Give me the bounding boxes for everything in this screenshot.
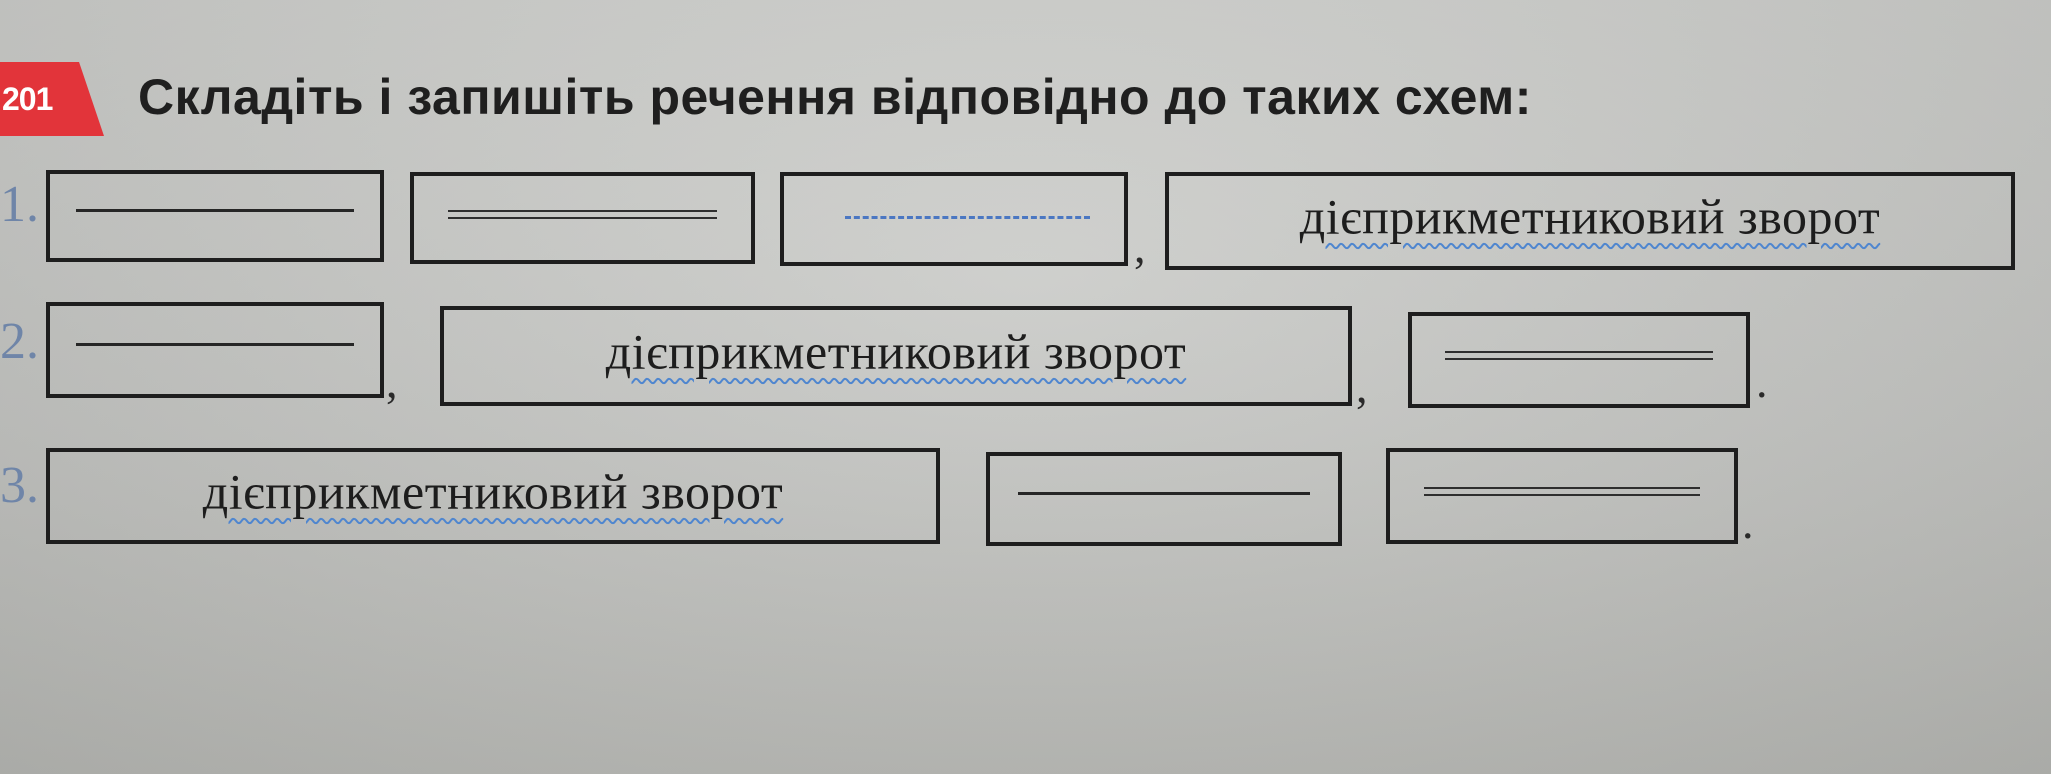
predicate-double-underline (1424, 487, 1700, 497)
scheme-2-comma-1: , (386, 356, 398, 407)
scheme-3-predicate-box (1386, 448, 1738, 544)
scheme-3-number: 3. (0, 457, 39, 514)
scheme-1-number: 1. (0, 176, 39, 233)
scheme-1-predicate-box (410, 172, 755, 264)
scheme-1-adverbial-box (780, 172, 1128, 266)
scheme-2-subject-box (46, 302, 384, 398)
participle-phrase-label: дієприкметниковий зворот (605, 323, 1187, 380)
predicate-double-underline (447, 209, 718, 219)
predicate-double-underline (1445, 351, 1713, 361)
scheme-3-participle-phrase-box: дієприкметниковий зворот (46, 448, 940, 544)
scheme-1-participle-phrase-box: дієприкметниковий зворот (1165, 172, 2015, 270)
scheme-2-predicate-box (1408, 312, 1750, 408)
scheme-2-participle-phrase-box: дієприкметниковий зворот (440, 306, 1352, 406)
exercise-number-badge: 201 (0, 62, 104, 136)
scheme-1-comma: , (1134, 221, 1146, 272)
participle-phrase-label: дієприкметниковий зворот (1299, 188, 1881, 245)
participle-phrase-label: дієприкметниковий зворот (202, 463, 784, 520)
scheme-2-number: 2. (0, 313, 39, 370)
scheme-1-subject-box (46, 170, 384, 262)
exercise-instruction: Складіть і запишіть речення відповідно д… (138, 69, 1532, 125)
subject-underline (76, 342, 354, 346)
scheme-2-comma-2: , (1356, 361, 1368, 412)
scheme-3-subject-box (986, 452, 1342, 546)
scheme-3-period: . (1742, 497, 1754, 548)
subject-underline (1017, 492, 1311, 496)
scheme-2-period: . (1756, 356, 1768, 407)
subject-underline (76, 209, 354, 213)
adverbial-dashed-underline (845, 215, 1090, 219)
